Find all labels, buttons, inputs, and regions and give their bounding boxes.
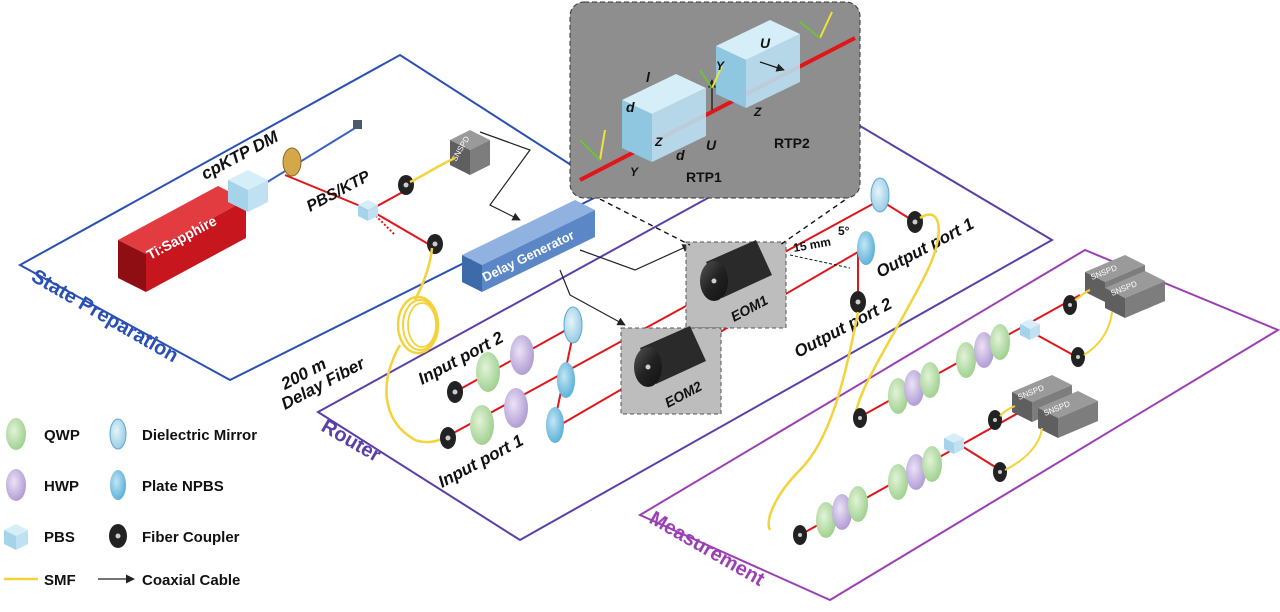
measurement-panel xyxy=(637,248,1280,602)
output-port-1-label: Output port 1 xyxy=(873,214,977,281)
beam-dump xyxy=(353,120,362,129)
snspd-meas-4: SNSPD xyxy=(1038,391,1098,438)
router-qwp-2 xyxy=(470,405,494,445)
meas-coupler-lower-in xyxy=(793,525,807,545)
hwp-icon xyxy=(6,469,26,501)
router-npbs-out xyxy=(857,231,875,265)
axis-z-2: Z xyxy=(753,105,762,119)
delay-fiber-coil xyxy=(396,295,440,355)
legend-label-coaxial-cable: Coaxial Cable xyxy=(142,572,240,589)
fiber-coupler-output-1 xyxy=(907,211,923,233)
length-symbol: l xyxy=(646,69,651,85)
fiber-coupler-input-2 xyxy=(447,381,463,403)
meas-coupler-u1 xyxy=(1063,295,1077,315)
smf-state-snspd xyxy=(409,156,456,184)
rtp2-label: RTP2 xyxy=(774,135,810,151)
cpktp-crystal xyxy=(228,170,268,212)
fiber-coupler-input-1 xyxy=(440,427,456,449)
rtp1-label: RTP1 xyxy=(686,169,722,185)
meas-coupler-u2 xyxy=(1071,347,1085,367)
smf-coupler-to-coil xyxy=(413,247,434,301)
spacing-label: 15 mm xyxy=(792,235,832,255)
legend-label-hwp: HWP xyxy=(44,478,79,495)
router-mirror-out xyxy=(870,177,890,213)
eom2-cylinder xyxy=(634,326,706,387)
fiber-coupler-output-2 xyxy=(850,291,866,313)
legend: QWP Dielectric Mirror HWP Plate NPBS PBS… xyxy=(4,418,257,589)
legend-label-pbs: PBS xyxy=(44,529,75,546)
measurement-title: Measurement xyxy=(646,507,769,591)
router-title: Router xyxy=(318,415,385,466)
legend-label-smf: SMF xyxy=(44,572,76,589)
router-panel xyxy=(316,118,1054,542)
smf-meas-l1 xyxy=(999,405,1016,417)
dielectric-mirror-icon xyxy=(109,418,127,450)
rtp-inset xyxy=(569,1,861,199)
axis-z-1: Z xyxy=(654,135,663,149)
pbs-state xyxy=(358,200,378,221)
smf-output1-to-measurement xyxy=(853,213,940,421)
meas-upper-plates xyxy=(888,319,1040,414)
router-hwp-1 xyxy=(510,335,534,375)
axis-y-2: Y xyxy=(716,59,725,73)
qwp-icon xyxy=(6,418,26,450)
fiber-coupler-state-2 xyxy=(427,234,443,254)
router-qwp-1 xyxy=(476,352,500,392)
router-npbs-2 xyxy=(546,407,564,443)
delay-generator: Delay Generator xyxy=(462,200,595,292)
inset-beam xyxy=(579,36,856,182)
inset-pointer-right xyxy=(779,194,853,246)
meas-coupler-upper-in xyxy=(853,408,867,428)
width-symbol-top: d xyxy=(626,99,635,115)
snspd-meas-2: SNSPD xyxy=(1105,271,1165,318)
smf-coil-to-input xyxy=(385,344,449,444)
meas-lower-plates xyxy=(816,433,964,538)
ti-sapphire-laser: Ti:Sapphire xyxy=(118,186,246,292)
smf-meas-l2 xyxy=(1004,427,1043,471)
inset-pointer-left xyxy=(591,194,691,246)
fiber-coupler-state-1 xyxy=(398,175,414,195)
legend-label-dielectric-mirror: Dielectric Mirror xyxy=(142,427,257,444)
coax-snspd-delay xyxy=(479,131,531,221)
spacing-dim-line xyxy=(789,254,851,269)
voltage-2: U xyxy=(760,35,771,51)
angle-label: 5° xyxy=(838,224,850,238)
snspd-state: SNSPD xyxy=(450,130,490,175)
smf-meas-u2 xyxy=(1083,311,1113,356)
dichroic-mirror xyxy=(282,147,302,177)
pbs-icon xyxy=(4,524,28,550)
output-port-2-label: Output port 2 xyxy=(791,294,895,362)
fiber-coupler-icon xyxy=(109,524,127,548)
meas-coupler-l2 xyxy=(993,462,1007,482)
width-symbol-side: d xyxy=(676,147,685,163)
coax-to-eom1 xyxy=(579,244,691,271)
coax-to-eom2 xyxy=(559,269,626,326)
plate-npbs-icon xyxy=(110,470,126,500)
router-mirror-1 xyxy=(563,306,583,344)
legend-label-qwp: QWP xyxy=(44,427,80,444)
voltage-1: U xyxy=(706,137,717,153)
axis-y-1: Y xyxy=(630,165,639,179)
smf-meas-u1 xyxy=(1074,289,1091,301)
router-npbs-1 xyxy=(557,362,575,398)
router-hwp-2 xyxy=(504,388,528,428)
state-preparation-panel xyxy=(17,53,613,382)
eom1-cylinder xyxy=(700,240,772,301)
meas-coupler-l1 xyxy=(988,410,1002,430)
legend-label-fiber-coupler: Fiber Coupler xyxy=(142,529,240,546)
smf-output2-to-measurement xyxy=(767,311,860,531)
legend-label-plate-npbs: Plate NPBS xyxy=(142,478,224,495)
